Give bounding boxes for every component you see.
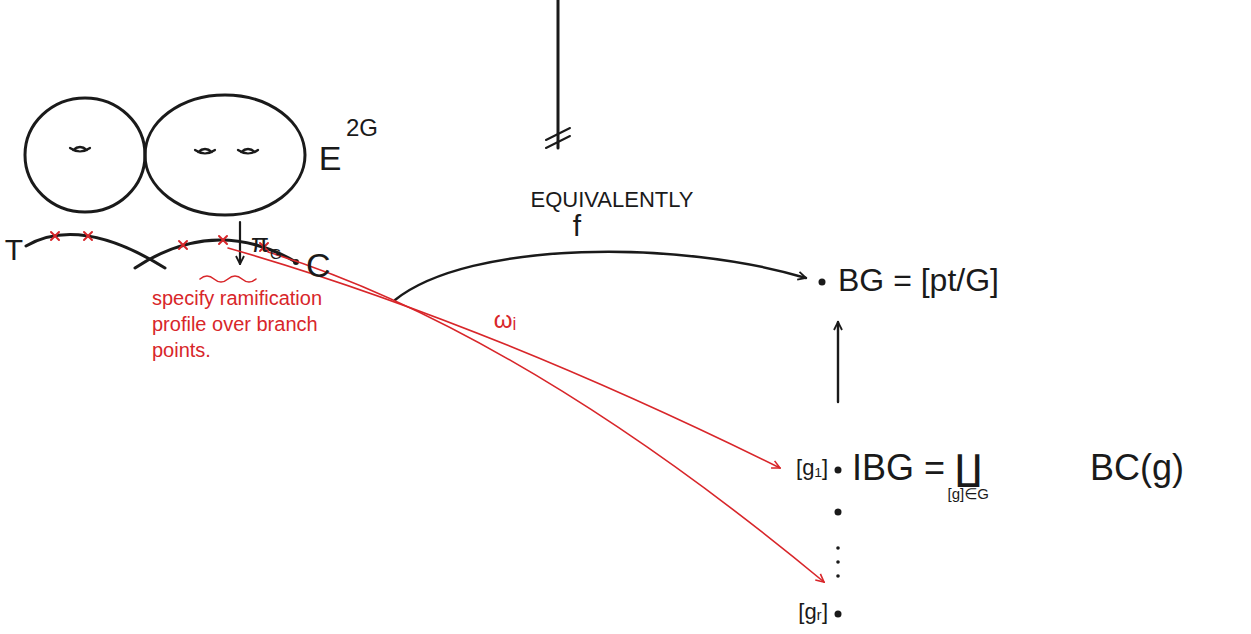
curve-component bbox=[135, 240, 296, 268]
ellipsis-dot bbox=[836, 574, 840, 578]
marked-point bbox=[179, 241, 187, 249]
annotation-note: specify ramification profile over branch… bbox=[152, 285, 324, 363]
surface-hole bbox=[70, 147, 258, 154]
point-dot bbox=[835, 611, 842, 618]
point-dot bbox=[835, 467, 842, 474]
inclusion-arrow bbox=[837, 322, 839, 402]
curve-name: T bbox=[5, 232, 23, 268]
conjugacy-class: [g₁] bbox=[796, 455, 828, 481]
surface-component bbox=[25, 98, 145, 212]
stack-formula: BC(g) bbox=[1090, 446, 1184, 489]
slash-mark bbox=[546, 136, 570, 148]
equivalence-note: EQUIVALENTLY bbox=[530, 187, 693, 213]
conjugacy-class: [gᵣ] bbox=[798, 599, 828, 625]
arrow-label: ωᵢ bbox=[494, 306, 517, 335]
ellipsis-dot bbox=[836, 560, 840, 564]
ellipsis-dot bbox=[836, 546, 840, 550]
curve-name: C bbox=[306, 245, 331, 286]
marked-point bbox=[219, 236, 227, 244]
map-arrow bbox=[395, 252, 806, 300]
equivalence-bar bbox=[557, 0, 560, 148]
stack-formula: IBG = ∐ bbox=[852, 446, 982, 489]
index-subscript: [g]∈G bbox=[948, 485, 989, 503]
twisted-sector-arrow bbox=[268, 252, 824, 582]
space-name: E bbox=[319, 138, 342, 179]
map-subscript: G bbox=[270, 245, 282, 263]
squiggle-mark bbox=[200, 276, 256, 282]
marked-point bbox=[51, 232, 59, 240]
marked-point bbox=[84, 232, 92, 240]
point-dot bbox=[835, 509, 842, 516]
point-dot bbox=[819, 279, 826, 286]
action-superscript: 2G bbox=[346, 114, 378, 143]
map-name: f bbox=[573, 208, 581, 244]
stack-formula: BG = [pt/G] bbox=[838, 261, 999, 299]
surface-component bbox=[145, 95, 305, 215]
map-name: π bbox=[251, 228, 269, 259]
